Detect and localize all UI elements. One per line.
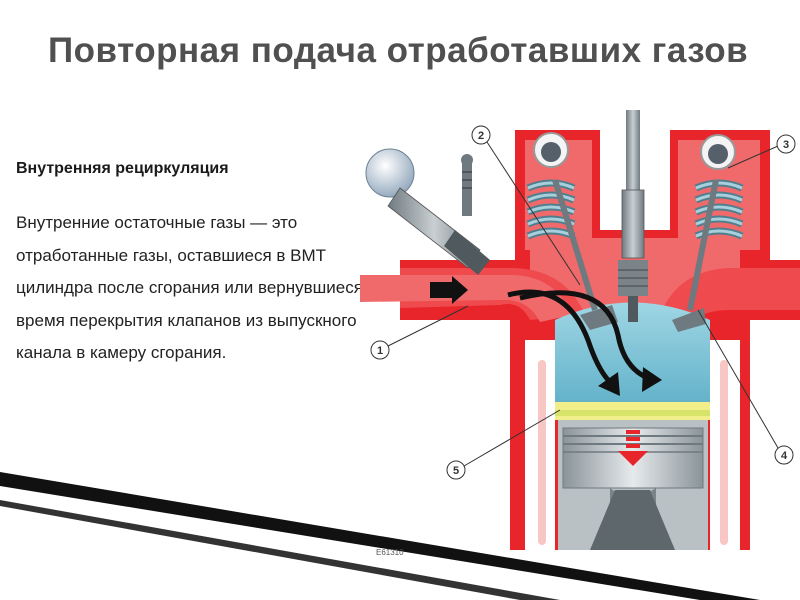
piston: [558, 420, 708, 550]
spark-plug: [618, 110, 648, 322]
svg-text:5: 5: [453, 465, 459, 477]
coolant-passage: [720, 360, 728, 545]
figure-code: E61310: [376, 548, 404, 557]
svg-text:4: 4: [781, 450, 788, 462]
engine-cylinder-diagram: 1 2 3 4 5 E61310: [360, 110, 800, 570]
svg-text:1: 1: [377, 345, 383, 357]
fuel-injector: [366, 149, 490, 275]
coolant-passage: [538, 360, 546, 545]
svg-text:3: 3: [783, 139, 789, 151]
slide-title: Повторная подача отработавших газов: [48, 28, 768, 74]
svg-text:2: 2: [478, 130, 484, 142]
body-paragraph: Внутренние остаточные газы — это отработ…: [16, 207, 388, 370]
subtitle: Внутренняя рециркуляция: [16, 160, 229, 178]
